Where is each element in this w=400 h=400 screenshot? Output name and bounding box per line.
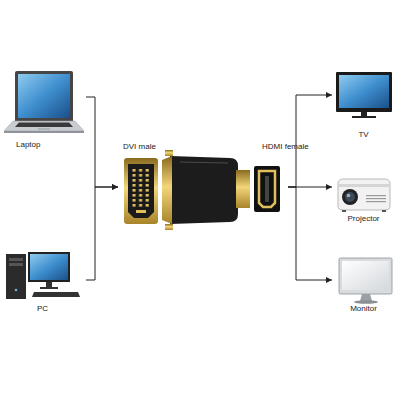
monitor-screen	[342, 261, 389, 290]
adapter-dvi-plate	[162, 156, 172, 224]
device-label: DVI male	[123, 142, 156, 152]
laptop-base	[4, 121, 84, 131]
projector-lens-glass	[345, 192, 355, 202]
dvi-connector-node: DVI male	[118, 142, 162, 226]
dvi-blade	[136, 210, 146, 213]
hdmi-tongue	[265, 176, 269, 202]
monitor-bezel	[339, 258, 392, 294]
tv-base	[352, 116, 376, 118]
pc-drive-bay	[9, 258, 23, 261]
pc-keyboard	[32, 292, 80, 297]
pc-monitor-stand	[46, 282, 52, 287]
projector-node: Projector	[332, 176, 395, 224]
tv-node: TV	[332, 70, 395, 140]
pc-monitor-base	[40, 287, 58, 289]
laptop-screen	[18, 74, 70, 118]
pc-monitor-bezel	[28, 252, 70, 282]
adapter-highlight	[180, 162, 228, 163]
monitor-node: Monitor	[332, 256, 395, 314]
projector-lens	[342, 189, 358, 205]
pc-illustration	[6, 252, 80, 299]
pc-node: PC	[4, 248, 86, 314]
pc-tower	[6, 254, 26, 299]
laptop-illustration	[4, 71, 84, 133]
connector-arrow	[86, 187, 118, 280]
pc-drive-bay	[9, 263, 23, 266]
laptop-keyboard	[15, 123, 73, 128]
pc-power-light	[15, 289, 18, 292]
tv-illustration	[336, 72, 392, 118]
hdmi-female-socket	[254, 166, 280, 212]
projector-vent	[366, 198, 386, 199]
pc-monitor-screen	[30, 254, 68, 280]
laptop-lid	[15, 71, 73, 121]
projector-foot	[342, 210, 346, 212]
device-label: TV	[358, 130, 368, 140]
dvi-shell	[124, 158, 158, 224]
hdmi-connector-node: HDMI female	[250, 142, 288, 214]
projector-stripe	[339, 184, 389, 187]
adapter-hdmi-shell	[236, 170, 250, 208]
tv-stand	[361, 112, 367, 116]
device-label: HDMI female	[262, 142, 309, 152]
device-label: Monitor	[350, 304, 377, 314]
connector-arrow	[288, 95, 332, 187]
device-label: Projector	[347, 214, 379, 224]
dvi-insert	[128, 164, 154, 218]
projector-body	[338, 179, 390, 210]
monitor-base	[354, 300, 378, 304]
hdmi-shell	[259, 171, 275, 207]
tv-bezel	[336, 72, 392, 112]
laptop-edge	[4, 131, 84, 133]
monitor-stand	[360, 294, 372, 301]
adapter-body	[162, 150, 250, 230]
laptop-node: Laptop	[4, 70, 86, 150]
projector-illustration	[338, 179, 390, 212]
dvi-male-plug	[124, 158, 158, 224]
connector-arrow	[288, 187, 332, 280]
dvi-pin-grid	[131, 168, 151, 208]
thumb-screw	[165, 150, 173, 156]
monitor-illustration	[339, 258, 392, 304]
projector-foot	[382, 210, 386, 212]
device-label: PC	[37, 304, 48, 314]
laptop-touchpad	[38, 128, 50, 130]
adapter-housing	[170, 156, 238, 224]
connector-arrow	[288, 187, 332, 188]
tv-screen	[339, 75, 389, 108]
projector-lens-glint	[347, 194, 351, 198]
hdmi-housing	[254, 166, 280, 212]
thumb-screw	[165, 224, 173, 230]
projector-vent	[366, 195, 386, 196]
device-label: Laptop	[16, 140, 40, 150]
connector-arrow	[86, 97, 118, 187]
projector-vent	[366, 201, 386, 202]
